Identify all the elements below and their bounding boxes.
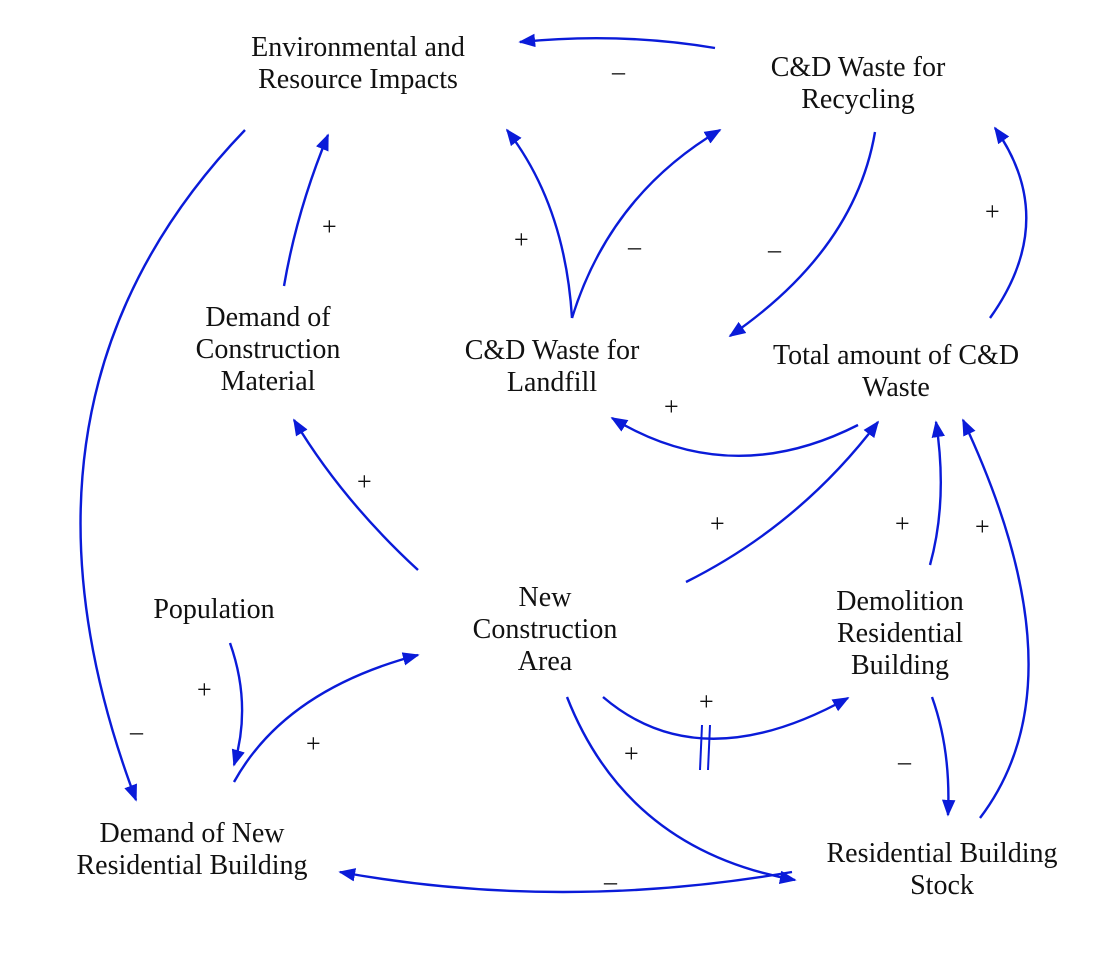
polarity-newarea-material: +: [357, 467, 372, 496]
polarity-demolition-stock: –: [897, 747, 912, 776]
link-demolition-to-stock: [930, 696, 956, 817]
link-newarea-to-material: [292, 418, 419, 571]
delay-mark: [699, 724, 711, 771]
link-stock-to-total: [961, 418, 1030, 819]
link-recycling-to-landfill: [728, 131, 877, 337]
polarity-newarea-demolition: +: [699, 687, 714, 716]
link-population-to-demand: [228, 642, 245, 767]
link-landfill-to-impacts: [505, 128, 574, 319]
polarity-total-landfill: +: [664, 392, 679, 421]
link-recycling-to-impacts: [518, 33, 716, 50]
polarity-population-demand: +: [197, 675, 212, 704]
link-total-to-landfill: [610, 416, 859, 458]
polarity-total-recycling: +: [985, 197, 1000, 226]
polarity-demand-newarea: +: [306, 729, 321, 758]
link-demolition-to-total: [928, 420, 945, 566]
link-landfill-to-recycling: [570, 128, 722, 319]
polarity-newarea-stock: +: [624, 739, 639, 768]
link-newarea-to-stock: [565, 696, 797, 884]
polarity-material-impacts: +: [322, 212, 337, 241]
polarity-newarea-total: +: [710, 509, 725, 538]
node-population: Population: [153, 594, 275, 625]
link-stock-to-demand: [338, 868, 793, 894]
polarity-stock-total: +: [975, 512, 990, 541]
link-newarea-to-total: [685, 420, 880, 584]
polarity-demolition-total: +: [895, 509, 910, 538]
polarity-landfill-recycling: –: [627, 232, 642, 261]
link-total-to-recycling: [989, 126, 1028, 319]
polarity-stock-demand: –: [603, 867, 618, 896]
link-material-to-impacts: [282, 133, 330, 287]
link-impacts-to-demand: [79, 129, 246, 802]
link-demand-to-newarea: [232, 652, 420, 783]
polarity-recycling-impacts: –: [611, 57, 626, 86]
polarity-impacts-demand: –: [129, 717, 144, 746]
link-newarea-to-demolition: [602, 696, 850, 740]
polarity-landfill-impacts: +: [514, 225, 529, 254]
polarity-recycling-landfill: –: [767, 235, 782, 264]
